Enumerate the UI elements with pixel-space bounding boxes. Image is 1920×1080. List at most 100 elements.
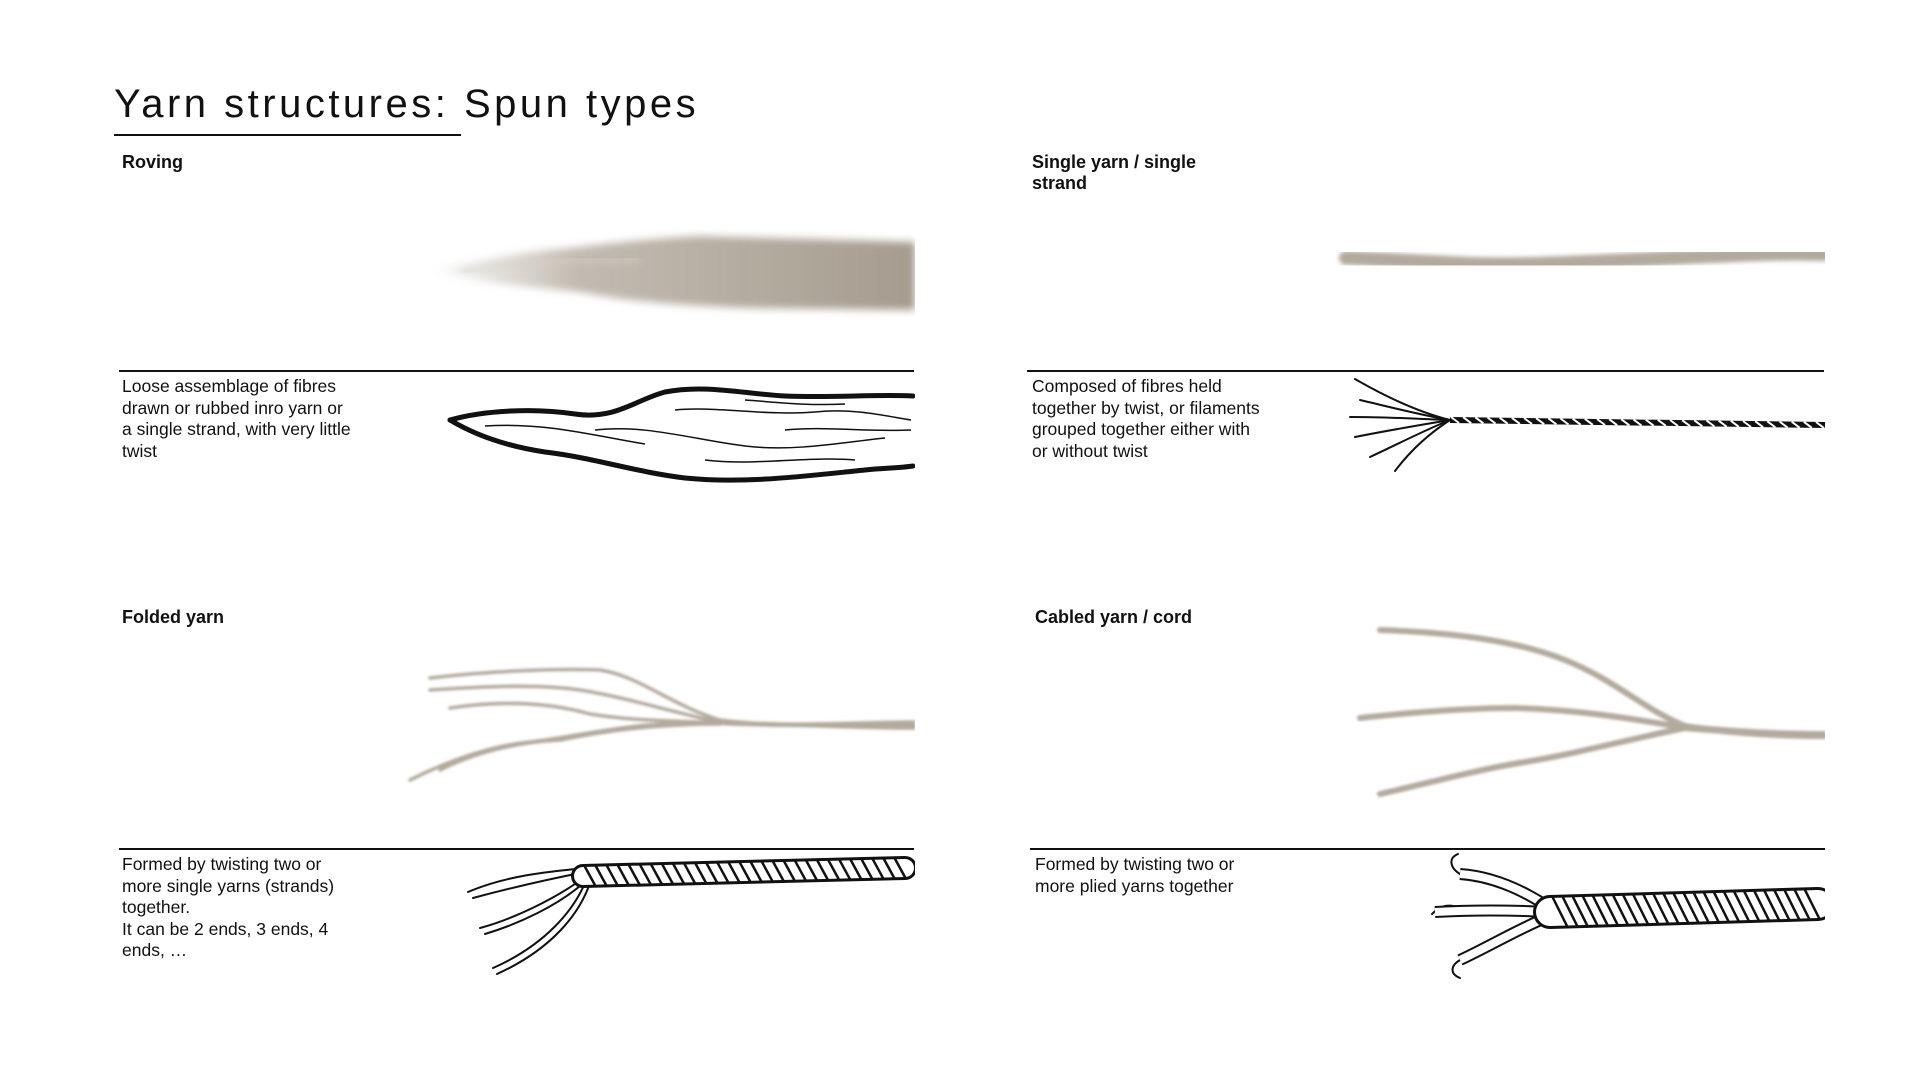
twist-mark bbox=[1661, 891, 1680, 926]
divider-roving bbox=[119, 370, 914, 372]
twist-mark bbox=[638, 862, 653, 887]
twist-mark bbox=[1802, 887, 1822, 921]
description-cabled: Formed by twisting two or more plied yar… bbox=[1035, 854, 1235, 896]
twist-mark bbox=[1523, 417, 1533, 425]
twist-mark bbox=[892, 856, 908, 880]
single-yarn-photo bbox=[1339, 246, 1825, 272]
twist-mark bbox=[1611, 893, 1630, 927]
twist-mark bbox=[726, 860, 742, 884]
twist-mark bbox=[1657, 419, 1667, 427]
twist-mark bbox=[881, 856, 897, 880]
twist-mark bbox=[1782, 888, 1801, 922]
twist-mark bbox=[627, 863, 642, 887]
twist-mark bbox=[1620, 418, 1630, 427]
twist-mark bbox=[1742, 420, 1752, 428]
cabled-yarn-photo bbox=[1357, 627, 1825, 797]
twist-mark bbox=[1584, 418, 1594, 426]
twist-mark bbox=[682, 861, 697, 886]
twist-mark bbox=[1693, 419, 1703, 428]
section-label-folded: Folded yarn bbox=[122, 607, 225, 627]
twist-mark bbox=[616, 863, 631, 887]
twist-mark bbox=[704, 861, 719, 885]
divider-single bbox=[1027, 370, 1824, 372]
twist-mark bbox=[1722, 890, 1741, 924]
divider-folded bbox=[119, 848, 914, 850]
twist-mark bbox=[1803, 421, 1813, 429]
roving-yarn-drawing bbox=[447, 386, 915, 483]
twist-mark bbox=[760, 859, 775, 884]
twist-mark bbox=[1581, 894, 1600, 928]
twist-mark bbox=[671, 862, 686, 886]
twist-mark bbox=[1732, 889, 1751, 923]
roving-yarn-photo bbox=[430, 236, 915, 310]
twist-mark bbox=[605, 863, 620, 888]
twist-mark bbox=[815, 858, 830, 882]
twist-mark bbox=[1791, 420, 1801, 429]
cabled-yarn-drawing bbox=[1431, 853, 1825, 979]
twist-mark bbox=[1608, 418, 1618, 426]
twist-mark bbox=[1712, 890, 1731, 924]
twist-mark bbox=[1718, 419, 1728, 428]
twist-mark bbox=[1754, 420, 1764, 428]
twist-mark bbox=[1681, 419, 1691, 427]
twist-mark bbox=[793, 858, 808, 883]
twist-mark bbox=[1669, 419, 1679, 427]
twist-mark bbox=[1601, 893, 1620, 927]
twist-mark bbox=[1681, 891, 1701, 925]
twist-mark bbox=[1547, 417, 1557, 426]
twist-mark bbox=[1474, 416, 1484, 425]
twist-mark bbox=[1560, 895, 1580, 929]
twist-mark bbox=[660, 862, 675, 886]
twist-mark bbox=[826, 858, 841, 882]
folded-yarn-photo bbox=[408, 667, 915, 782]
twist-mark bbox=[748, 860, 764, 884]
twist-mark bbox=[1499, 416, 1509, 425]
twist-mark bbox=[804, 858, 819, 882]
page-title: Yarn structures: Spun types bbox=[114, 82, 700, 126]
twist-mark bbox=[1766, 420, 1776, 429]
twist-mark bbox=[1632, 418, 1643, 427]
twist-mark bbox=[1815, 421, 1825, 429]
twist-mark bbox=[737, 860, 753, 884]
section-label-roving: Roving bbox=[122, 152, 183, 172]
twist-mark bbox=[1621, 893, 1640, 927]
twist-mark bbox=[1671, 891, 1691, 925]
twist-mark bbox=[693, 861, 708, 885]
twist-mark bbox=[582, 864, 598, 888]
twist-mark bbox=[649, 862, 664, 886]
twist-mark bbox=[848, 857, 863, 881]
twist-mark bbox=[1462, 416, 1472, 424]
twist-mark bbox=[837, 857, 852, 882]
twist-mark bbox=[1559, 417, 1570, 426]
twist-mark bbox=[1752, 889, 1771, 923]
twist-mark bbox=[1692, 890, 1711, 925]
twist-mark bbox=[1742, 889, 1761, 923]
twist-mark bbox=[1762, 888, 1781, 922]
twist-mark bbox=[1535, 417, 1545, 425]
description-single: Composed of fibres held together by twis… bbox=[1032, 376, 1260, 461]
description-roving: Loose assemblage of fibres drawn or rubb… bbox=[122, 376, 351, 461]
twist-mark bbox=[1572, 417, 1582, 426]
description-folded: Formed by twisting two or more single ya… bbox=[122, 854, 335, 960]
section-label-cabled: Cabled yarn / cord bbox=[1035, 607, 1193, 627]
twist-mark bbox=[1705, 419, 1716, 428]
twist-mark bbox=[1591, 894, 1610, 928]
section-label-single: Single yarn / single strand bbox=[1032, 152, 1197, 193]
twist-mark bbox=[870, 856, 885, 881]
twist-mark bbox=[1772, 888, 1791, 922]
twist-mark bbox=[1645, 418, 1655, 427]
twist-mark bbox=[1571, 894, 1590, 928]
twist-mark bbox=[1631, 892, 1650, 926]
twist-mark bbox=[859, 857, 874, 881]
twist-mark bbox=[1511, 417, 1521, 425]
twist-mark bbox=[1450, 416, 1460, 424]
twist-mark bbox=[1550, 895, 1570, 929]
folded-yarn-drawing bbox=[467, 856, 915, 975]
twist-mark bbox=[782, 859, 797, 883]
twist-mark bbox=[1702, 890, 1721, 924]
twist-mark bbox=[1730, 420, 1740, 428]
twist-mark bbox=[1792, 887, 1812, 921]
twist-mark bbox=[1486, 416, 1497, 425]
twist-mark bbox=[1778, 420, 1789, 429]
divider-cabled bbox=[1030, 848, 1825, 850]
